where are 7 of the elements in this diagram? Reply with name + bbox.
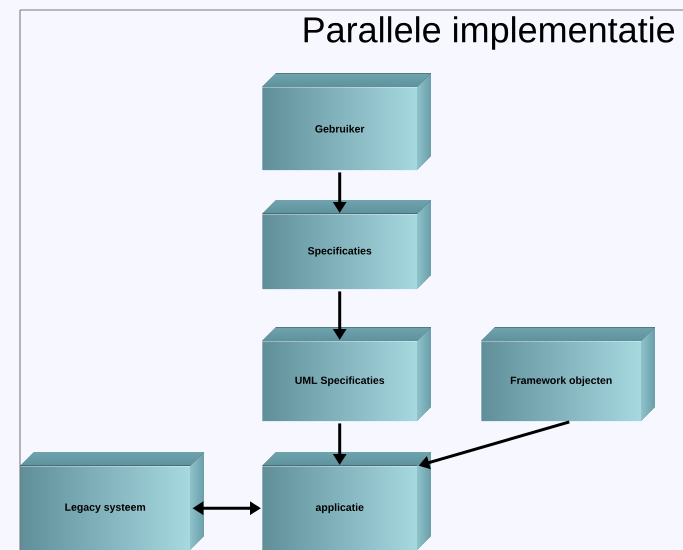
box: Specificaties	[262, 200, 431, 290]
title: Parallele implementatie	[304, 16, 674, 50]
box: Gebruiker	[262, 73, 431, 170]
box: UML Specificaties	[262, 327, 431, 422]
box: Framework objecten	[481, 327, 655, 422]
box: applicatie	[262, 452, 431, 550]
box: Legacy systeem	[20, 452, 204, 550]
